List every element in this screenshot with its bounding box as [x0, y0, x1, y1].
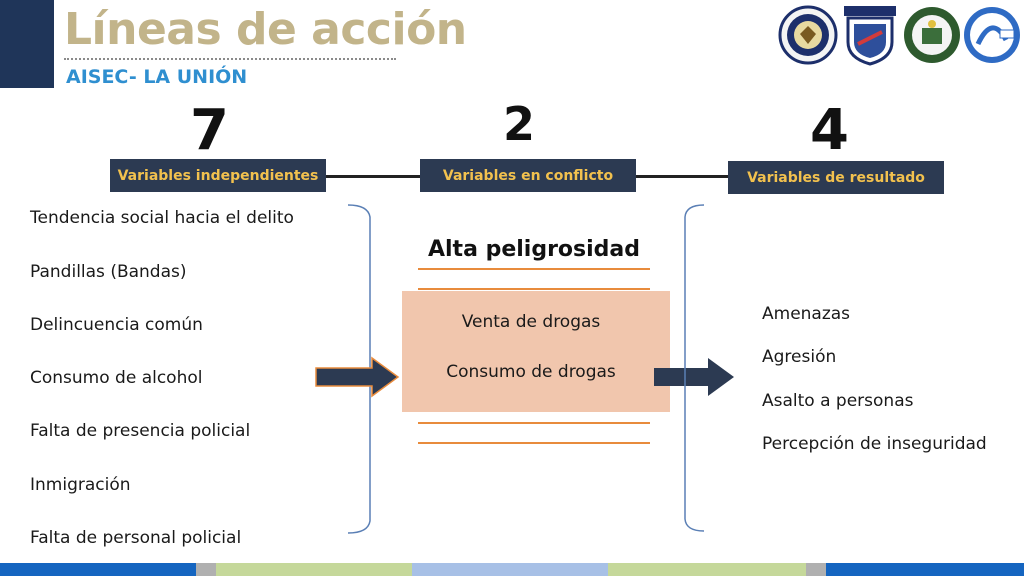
count-independent: 7 — [190, 98, 229, 163]
orange-divider — [418, 422, 650, 424]
independent-item: Delincuencia común — [30, 315, 203, 335]
right-bracket — [684, 204, 705, 532]
independent-item: Consumo de alcohol — [30, 368, 203, 388]
independent-item: Tendencia social hacia el delito — [30, 208, 294, 228]
footer-bar-segment — [608, 563, 806, 576]
orange-divider — [418, 268, 650, 270]
aisec-logo-icon — [964, 7, 1020, 63]
result-item: Asalto a personas — [762, 391, 914, 411]
conflict-box — [402, 291, 670, 412]
footer-bar-segment — [216, 563, 412, 576]
fuerza-publica-shield-icon — [844, 6, 896, 66]
us-embassy-seal-icon — [778, 5, 838, 65]
footer-bar-segment — [196, 563, 216, 576]
arrow-right-icon — [315, 356, 400, 398]
connector-right — [636, 175, 728, 178]
policia-nacional-emblem-icon — [904, 7, 960, 63]
independent-item: Inmigración — [30, 475, 131, 495]
conflict-item: Consumo de drogas — [446, 362, 616, 382]
count-conflict: 2 — [503, 97, 536, 151]
header-navy-block — [0, 0, 54, 88]
conflict-item: Venta de drogas — [461, 312, 601, 332]
independent-item: Falta de presencia policial — [30, 421, 251, 441]
conflict-heading: Alta peligrosidad — [427, 237, 641, 262]
independent-item: Pandillas (Bandas) — [30, 262, 187, 282]
orange-divider — [418, 442, 650, 444]
result-item: Amenazas — [762, 304, 851, 324]
result-item: Agresión — [762, 347, 837, 367]
footer-bar-segment — [412, 563, 608, 576]
title-dotted-underline — [64, 58, 396, 60]
page-subtitle: AISEC- LA UNIÓN — [66, 66, 248, 88]
footer-bar-segment — [0, 563, 196, 576]
logo-strip — [778, 4, 1022, 68]
page-title: Líneas de acción — [64, 4, 467, 55]
arrow-right-icon — [654, 358, 734, 396]
footer-bar-segment — [826, 563, 1024, 576]
count-result: 4 — [810, 98, 849, 163]
independent-item: Falta de personal policial — [30, 528, 242, 548]
result-item: Percepción de inseguridad — [762, 434, 987, 454]
orange-divider — [418, 288, 650, 290]
box-variables-en-conflicto: Variables en conflicto — [420, 159, 636, 192]
footer-bar-segment — [806, 563, 826, 576]
box-variables-independientes: Variables independientes — [110, 159, 326, 192]
box-variables-de-resultado: Variables de resultado — [728, 161, 944, 194]
connector-left — [326, 175, 420, 178]
